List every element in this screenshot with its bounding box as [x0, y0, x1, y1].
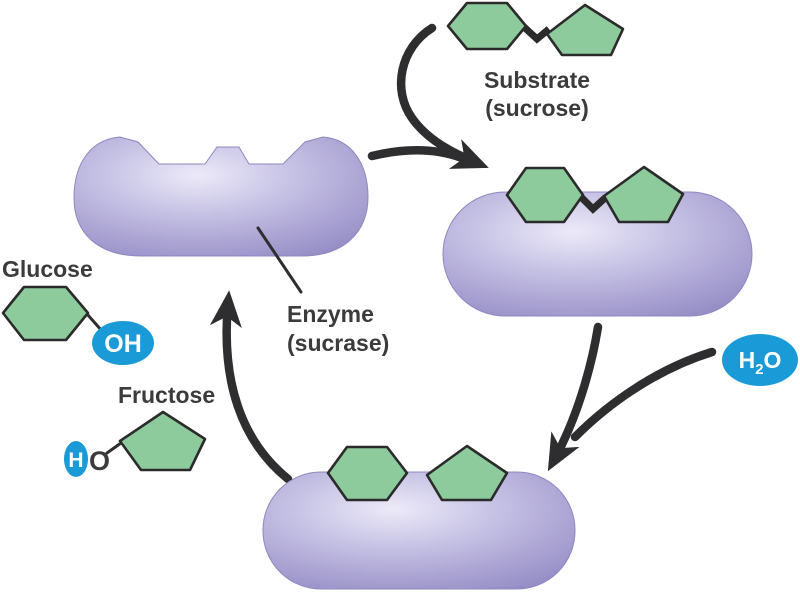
- substrate-hexagon: [446, 1, 528, 51]
- glucose-hexagon: [1, 285, 90, 342]
- product-hexagon: [326, 445, 409, 502]
- glucose-oh-label: OH: [104, 330, 142, 358]
- arrow-water-to-complex: [570, 347, 717, 442]
- fructose-label: Fructose: [118, 382, 215, 408]
- glucose-label: Glucose: [2, 256, 93, 282]
- substrate-group: [446, 1, 625, 57]
- substrate-label-line2: (sucrose): [485, 95, 589, 121]
- product-enzyme-group: [262, 444, 576, 590]
- arrow-products-to-enzyme: [209, 290, 293, 484]
- es-complex-group: [442, 165, 753, 317]
- fructose-pentagon: [118, 410, 207, 472]
- free-enzyme-group: [73, 136, 369, 294]
- substrate-label-line1: Substrate: [484, 67, 590, 93]
- enzyme-label-line2: (sucrase): [287, 330, 389, 356]
- glucose-bond-line: [85, 312, 104, 333]
- fructose-group: H O: [64, 410, 207, 477]
- fructose-o-label: O: [89, 446, 110, 476]
- glucose-group: OH: [1, 285, 154, 365]
- water-subscript-text: 2: [755, 361, 763, 378]
- water-ellipse: [722, 334, 798, 386]
- arrow-complex-to-products: [547, 322, 603, 472]
- water-group: H2O: [722, 334, 798, 386]
- glucose-oh-ellipse: [92, 321, 154, 365]
- product-pentagon: [425, 444, 509, 502]
- substrate-bond: [521, 24, 552, 44]
- fructose-h-ellipse: [64, 441, 88, 477]
- fructose-h-label: H: [68, 449, 83, 472]
- enzyme-label-line1: Enzyme: [287, 301, 374, 327]
- water-h-text: H: [739, 347, 756, 373]
- water-o-text: O: [764, 347, 782, 373]
- water-label: H2O: [739, 347, 782, 378]
- es-enzyme-shape: [442, 191, 753, 317]
- es-bond: [578, 194, 608, 214]
- arrow-enzyme-to-complex: [367, 146, 467, 163]
- enzyme-leader-line: [256, 226, 303, 294]
- es-pentagon: [602, 165, 685, 224]
- product-enzyme-shape: [262, 471, 576, 590]
- free-enzyme-shape: [73, 136, 369, 257]
- substrate-pentagon: [545, 3, 625, 57]
